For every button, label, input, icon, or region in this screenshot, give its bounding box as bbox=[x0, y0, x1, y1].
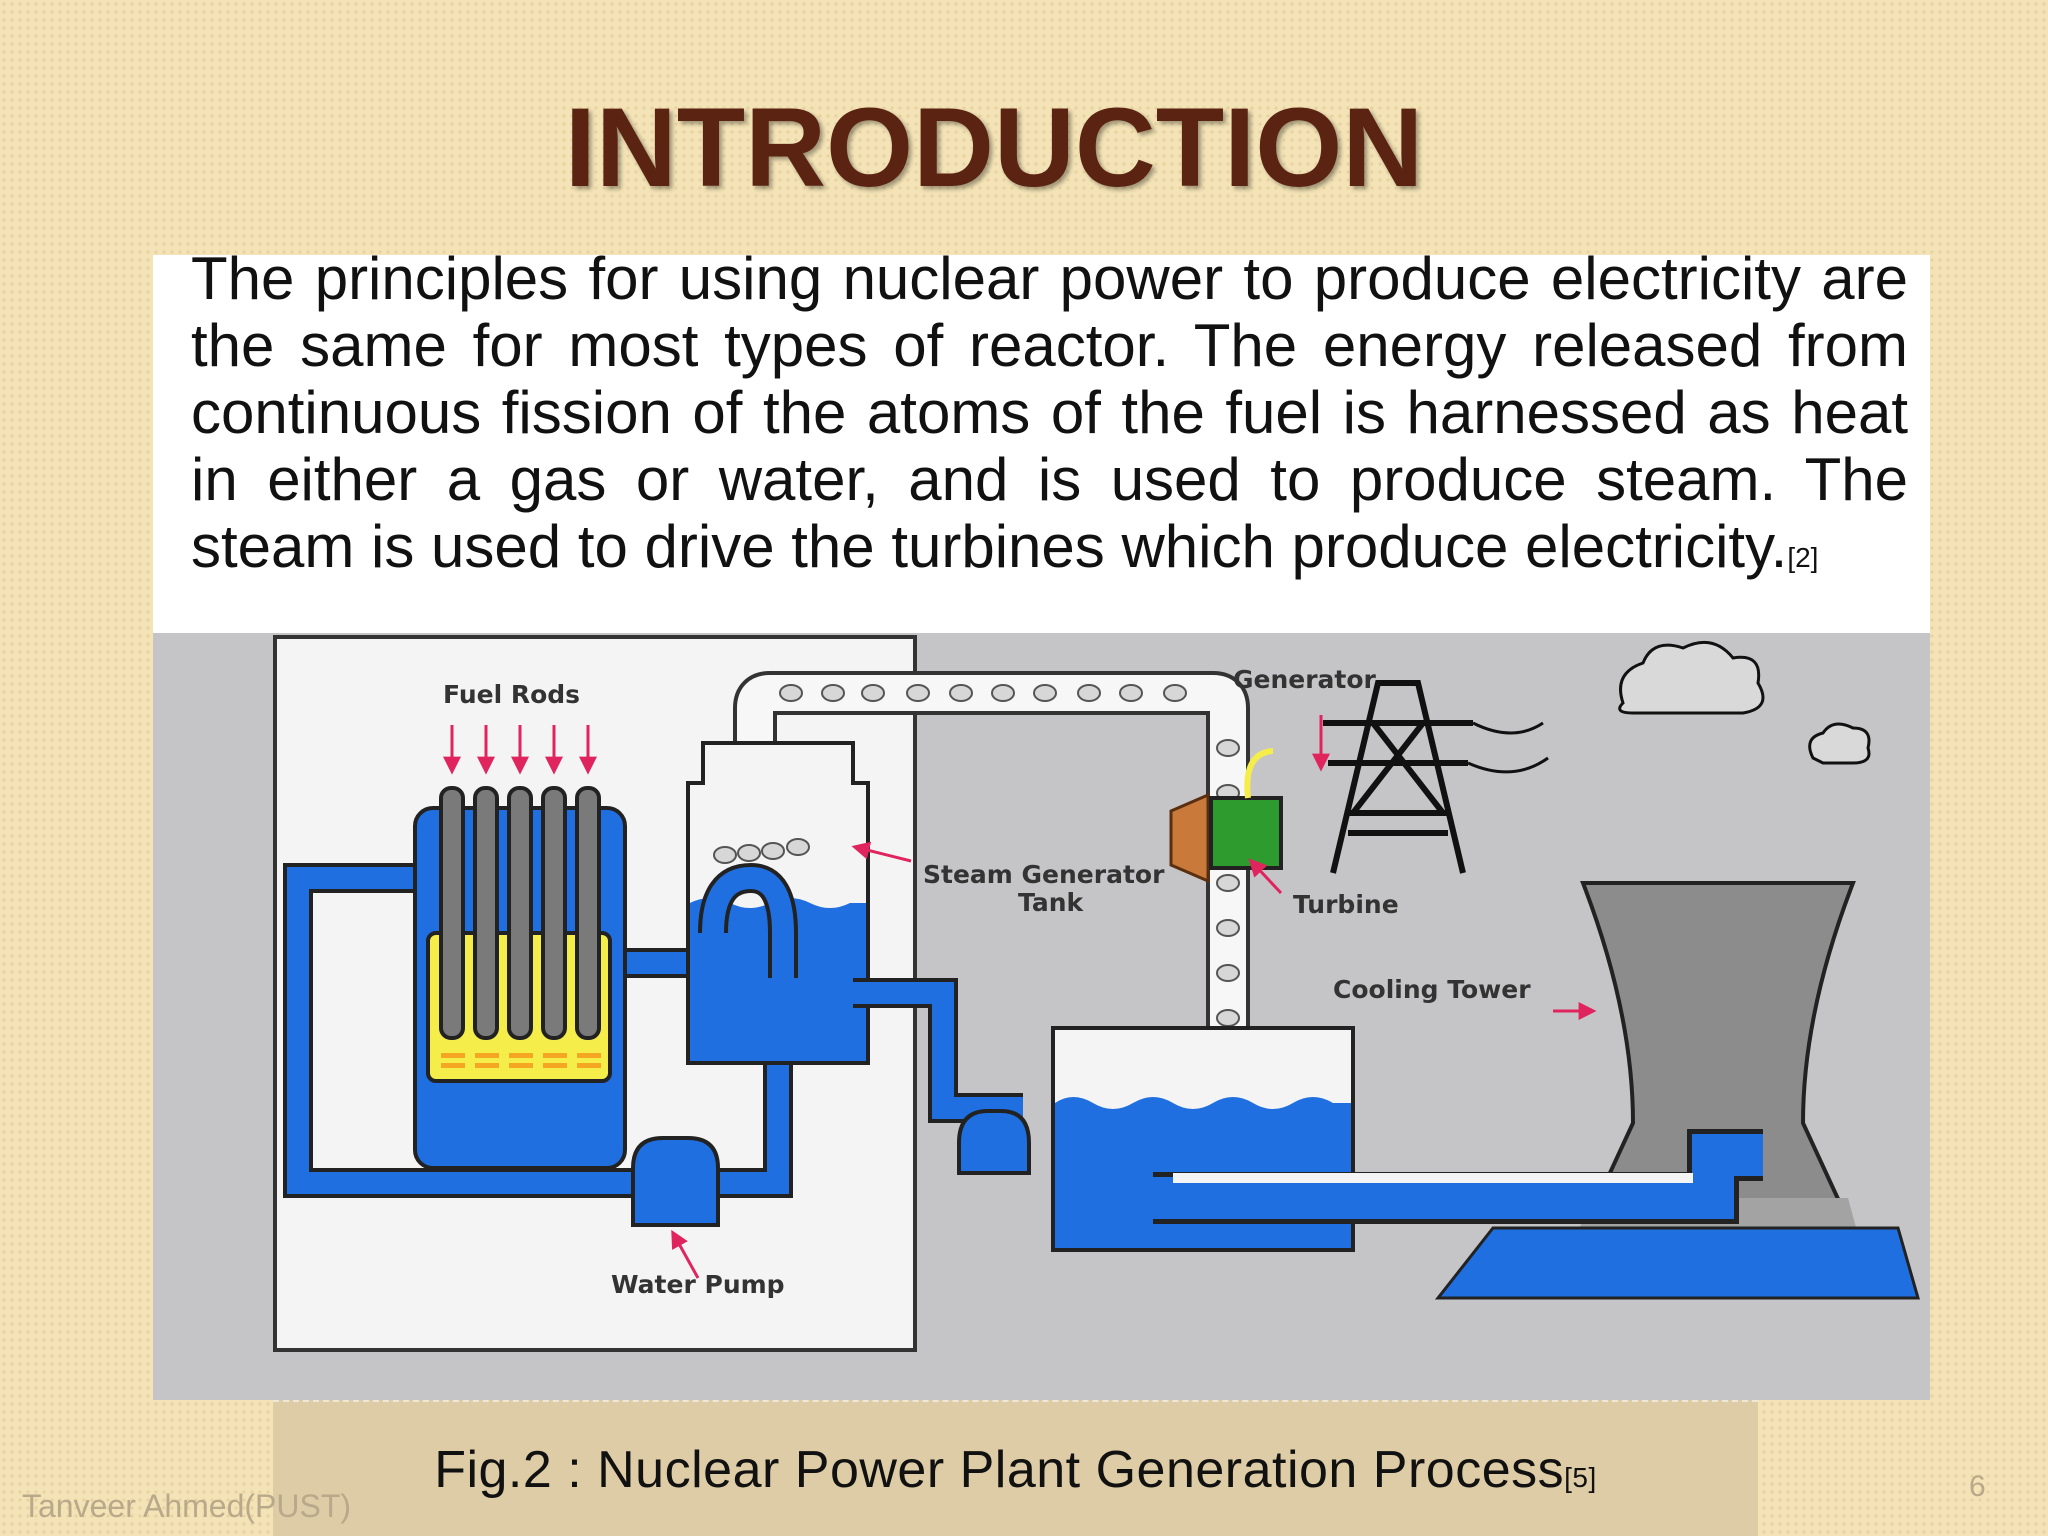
fuel-rods bbox=[439, 786, 601, 1040]
steam-generator-water bbox=[690, 898, 866, 1061]
label-water-pump: Water Pump bbox=[611, 1270, 785, 1299]
secondary-water-pump bbox=[957, 1109, 1031, 1175]
label-cooling-tower: Cooling Tower bbox=[1333, 975, 1531, 1004]
water-pump-arrow bbox=[671, 1229, 700, 1279]
caption-text: Fig.2 : Nuclear Power Plant Generation P… bbox=[434, 1441, 1565, 1499]
cooling-pond bbox=[1434, 1226, 1920, 1300]
label-steam-generator: Steam Generator bbox=[923, 860, 1165, 889]
heat-exchanger-coil bbox=[702, 866, 794, 978]
steam-generator-arrow bbox=[851, 841, 912, 863]
label-steam-generator-tank: Tank bbox=[1018, 888, 1084, 917]
intro-body: The principles for using nuclear power t… bbox=[191, 245, 1908, 580]
cloud-large bbox=[1618, 640, 1765, 715]
cooling-loop bbox=[1153, 1134, 1763, 1219]
transmission-tower bbox=[1323, 680, 1473, 874]
turbine-arrow bbox=[1248, 858, 1283, 895]
slide-title: INTRODUCTION bbox=[564, 85, 1424, 210]
page-number: 6 bbox=[1969, 1470, 1986, 1503]
caption-text-wrap: Fig.2 : Nuclear Power Plant Generation P… bbox=[434, 1441, 1597, 1499]
power-line-glow bbox=[1244, 748, 1274, 799]
power-lines bbox=[1467, 721, 1549, 774]
label-turbine: Turbine bbox=[1293, 890, 1399, 919]
intro-paragraph: The principles for using nuclear power t… bbox=[191, 245, 1908, 591]
secondary-loop bbox=[853, 982, 1023, 1119]
fuel-rod-arrows bbox=[443, 725, 597, 775]
footer-author: Tanveer Ahmed(PUST) bbox=[22, 1488, 352, 1524]
figure-caption: Fig.2 : Nuclear Power Plant Generation P… bbox=[273, 1400, 1758, 1536]
diagram-svg: Fuel Rods Generator Steam Generator Tank… bbox=[273, 635, 1920, 1352]
label-generator: Generator bbox=[1233, 665, 1377, 694]
intro-text-box: The principles for using nuclear power t… bbox=[153, 245, 1930, 633]
label-fuel-rods: Fuel Rods bbox=[443, 680, 580, 709]
core-heat-marks bbox=[441, 1053, 601, 1068]
turbine bbox=[1169, 792, 1210, 884]
primary-water-pump bbox=[631, 1136, 720, 1227]
primary-loop bbox=[287, 867, 701, 1194]
nuclear-plant-diagram: Fuel Rods Generator Steam Generator Tank… bbox=[153, 633, 1930, 1400]
caption-reference: [5] bbox=[1564, 1462, 1597, 1493]
cloud-small bbox=[1808, 722, 1871, 765]
intro-reference: [2] bbox=[1787, 542, 1819, 573]
generator bbox=[1209, 796, 1283, 870]
tank-steam bbox=[713, 838, 810, 864]
